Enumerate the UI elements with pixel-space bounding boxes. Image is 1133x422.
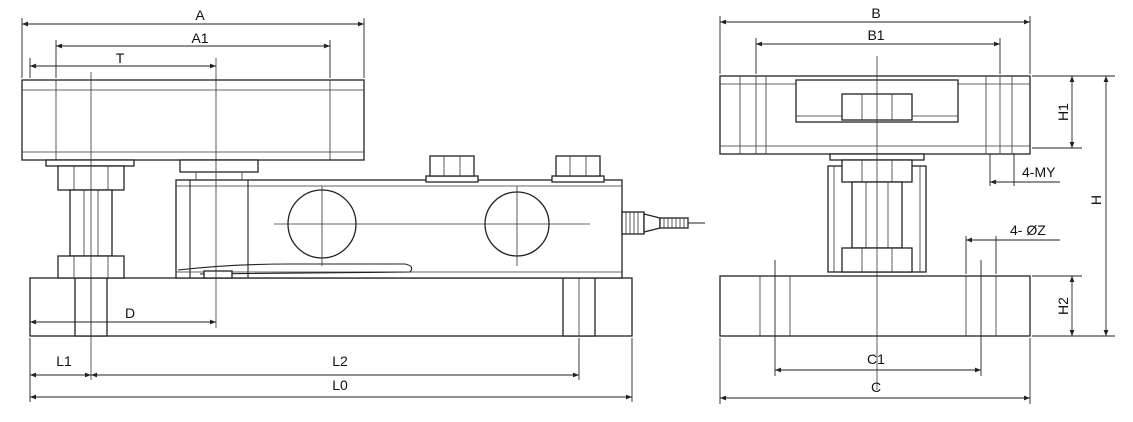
dim-label-L2: L2	[332, 353, 348, 369]
load-cell-body	[175, 179, 623, 279]
top-hex-nut-1	[425, 155, 479, 183]
cable-gland	[621, 211, 705, 235]
top-hex-nut-2	[551, 155, 605, 183]
dim-label-B: B	[871, 5, 880, 21]
end-base-plate	[719, 275, 1031, 337]
dim-label-H2: H2	[1055, 297, 1071, 315]
dim-label-T: T	[116, 50, 125, 66]
spacer	[203, 270, 233, 279]
dim-label-A1: A1	[191, 30, 208, 46]
dim-label-H: H	[1088, 195, 1104, 205]
dim-label-4-MY: 4-MY	[1022, 164, 1056, 180]
dim-label-H1: H1	[1055, 103, 1071, 121]
dim-label-L0: L0	[332, 377, 348, 393]
dim-label-B1: B1	[867, 27, 884, 43]
dim-label-C1: C1	[867, 351, 885, 367]
dim-label-A: A	[195, 7, 205, 23]
side-view: A A1 T D L1 L2 L0	[21, 7, 705, 402]
dim-label-4-OZ: 4- ØZ	[1010, 222, 1046, 238]
dim-label-L1: L1	[56, 353, 72, 369]
base-plate	[29, 277, 633, 337]
slot	[177, 263, 413, 275]
top-plate	[21, 79, 365, 161]
dim-label-C: C	[871, 379, 881, 395]
end-view: B B1 H1 H H2 4-MY 4- ØZ C1	[719, 5, 1115, 404]
dim-label-D: D	[125, 305, 135, 321]
